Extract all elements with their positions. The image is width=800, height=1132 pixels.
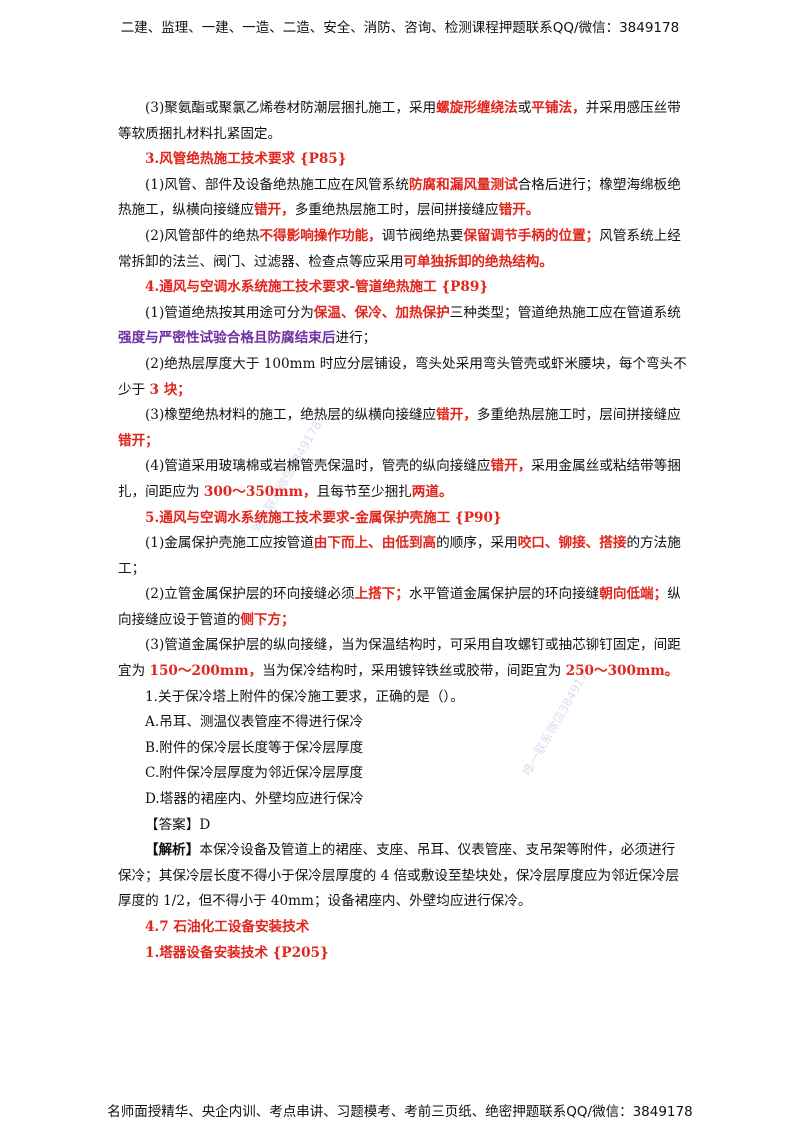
paragraph: (1)管道绝热按其用途可分为保温、保冷、加热保护三种类型；管道绝热施工应在管道系… — [118, 304, 681, 347]
paragraph: (3)管道金属保护层的纵向接缝，当为保温结构时，可采用自攻螺钉或抽芯铆钉固定，间… — [118, 637, 681, 680]
paragraph: (2)风管部件的绝热不得影响操作功能，调节阀绝热要保留调节手柄的位置；风管系统上… — [118, 227, 681, 270]
answer: 【答案】D — [145, 816, 211, 833]
option-c: C.附件保冷层厚度为邻近保冷层厚度 — [145, 765, 364, 782]
explanation: 【解析】本保冷设备及管道上的裙座、支座、吊耳、仪表管座、支吊架等附件，必须进行保… — [118, 842, 680, 910]
paragraph: (1)金属保护壳施工应按管道由下而上、由低到高的顺序，采用咬口、铆接、搭接的方法… — [118, 535, 681, 577]
paragraph: (3)聚氨酯或聚氯乙烯卷材防潮层捆扎施工，采用螺旋形缠绕法或平铺法，并采用感压丝… — [118, 100, 681, 142]
section-heading: 3.风管绝热施工技术要求 {P85} — [145, 151, 347, 168]
option-b: B.附件的保冷层长度等于保冷层厚度 — [145, 739, 364, 756]
paragraph: (4)管道采用玻璃棉或岩棉管壳保温时，管壳的纵向接缝应错开，采用金属丝或粘结带等… — [118, 458, 681, 500]
section-heading: 5.通风与空调水系统施工技术要求-金属保护壳施工 {P90} — [145, 509, 502, 526]
question-stem: 1.关于保冷塔上附件的保冷施工要求，正确的是（）。 — [145, 688, 464, 705]
option-d: D.塔器的裙座内、外壁均应进行保冷 — [145, 791, 364, 808]
paragraph: (1)风管、部件及设备绝热施工应在风管系统防腐和漏风量测试合格后进行；橡塑海绵板… — [118, 176, 681, 219]
chapter-heading: 4.7 石油化工设备安装技术 — [145, 919, 310, 935]
paragraph: (2)立管金属保护层的环向接缝必须上搭下；水平管道金属保护层的环向接缝朝向低端；… — [118, 586, 681, 628]
page-header: 二建、监理、一建、一造、二造、安全、消防、咨询、检测课程押题联系QQ/微信：38… — [120, 20, 680, 36]
page-footer: 名师面授精华、央企内训、考点串讲、习题模考、考前三页纸、绝密押题联系QQ/微信：… — [107, 1104, 693, 1120]
document-body: (3)聚氨酯或聚氯乙烯卷材防潮层捆扎施工，采用螺旋形缠绕法或平铺法，并采用感压丝… — [118, 96, 688, 966]
section-heading: 1.塔器设备安装技术 {P205} — [145, 944, 329, 961]
paragraph: (3)橡塑绝热材料的施工，绝热层的纵横向接缝应错开，多重绝热层施工时，层间拼接缝… — [118, 407, 681, 449]
section-heading: 4.通风与空调水系统施工技术要求-管道绝热施工 {P89} — [145, 279, 489, 296]
paragraph: (2)绝热层厚度大于 100mm 时应分层铺设，弯头处采用弯头管壳或虾米腰块，每… — [118, 355, 687, 398]
option-a: A.吊耳、测温仪表管座不得进行保冷 — [145, 714, 364, 731]
